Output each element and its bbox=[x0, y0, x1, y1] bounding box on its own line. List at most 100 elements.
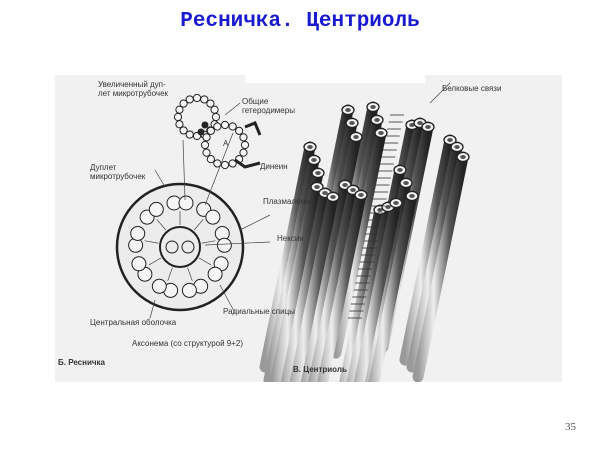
protofilament bbox=[220, 160, 230, 170]
microtubule-lumen bbox=[311, 158, 317, 162]
label-protein-links: Белковые связи bbox=[442, 84, 502, 93]
microtubule-lumen bbox=[370, 105, 376, 109]
doublet-tubule bbox=[216, 237, 232, 253]
label-doublet: Дуплет микротрубочек bbox=[90, 163, 146, 181]
protofilament bbox=[206, 155, 215, 164]
doublet-tubule bbox=[205, 209, 221, 225]
microtubule-lumen bbox=[374, 118, 380, 122]
protofilament bbox=[206, 99, 215, 108]
microtubule-lumen bbox=[454, 145, 460, 149]
centriole-microtubule bbox=[399, 134, 456, 366]
protofilament bbox=[175, 120, 184, 129]
microtubule-lumen bbox=[425, 125, 431, 129]
label-tubule-b: B bbox=[199, 128, 205, 137]
microtubule-lumen bbox=[353, 135, 359, 139]
label-radial-spokes: Радиальные спицы bbox=[223, 307, 295, 316]
protofilament bbox=[200, 95, 209, 104]
microtubule-lumen bbox=[409, 123, 415, 127]
protofilament bbox=[175, 105, 184, 114]
protofilament bbox=[185, 130, 194, 139]
centriole-microtubule bbox=[259, 141, 316, 373]
microtubule-lumen bbox=[358, 193, 364, 197]
microtubule-lumen bbox=[378, 131, 384, 135]
protofilament bbox=[173, 112, 183, 122]
microtubule-lumen bbox=[349, 121, 355, 125]
label-dynein: Динеин bbox=[260, 162, 288, 171]
centriole-microtubule bbox=[368, 190, 418, 382]
protofilament bbox=[202, 133, 211, 142]
cilium-centriole-figure: Увеличенный дуп- лет микротрубочек Общие… bbox=[55, 75, 562, 382]
protofilament bbox=[185, 95, 194, 104]
protofilament bbox=[200, 140, 210, 150]
label-plasmalemma: Плазмалемма bbox=[263, 197, 316, 206]
protofilament bbox=[211, 112, 221, 122]
protofilament bbox=[202, 148, 211, 157]
figure-drawing bbox=[115, 75, 470, 382]
protofilament bbox=[179, 99, 188, 108]
slide-title: Ресничка. Центриоль bbox=[180, 10, 420, 33]
microtubule-lumen bbox=[330, 195, 336, 199]
protofilament bbox=[239, 148, 248, 157]
doublet-tubule bbox=[148, 201, 164, 217]
doublet-tubule bbox=[131, 256, 147, 272]
protofilament bbox=[210, 105, 219, 114]
centriole-microtubule bbox=[353, 197, 402, 382]
centriole-microtubule bbox=[406, 141, 463, 373]
label-axoneme: Аксонема (со структурой 9+2) bbox=[132, 339, 244, 348]
centriole-microtubule bbox=[339, 204, 386, 382]
page-number: 35 bbox=[565, 421, 576, 433]
protofilament bbox=[228, 159, 237, 168]
microtubule-lumen bbox=[417, 121, 423, 125]
label-enlarged-doublet: Увеличенный дуп- лет микротрубочек bbox=[98, 80, 169, 98]
protofilament bbox=[228, 122, 237, 131]
microtubule-lumen bbox=[409, 194, 415, 198]
caption-cilium: Б. Ресничка bbox=[58, 358, 105, 367]
label-nexin: Нексин bbox=[277, 234, 304, 243]
centriole-microtubule bbox=[271, 181, 323, 382]
doublet-tubule bbox=[151, 278, 167, 294]
label-central-sheath: Центральная оболочка bbox=[90, 318, 177, 327]
protofilament bbox=[192, 93, 202, 103]
axoneme-cross-section bbox=[115, 182, 245, 312]
microtubule-lumen bbox=[342, 183, 348, 187]
microtubule-lumen bbox=[393, 201, 399, 205]
microtubule-lumen bbox=[322, 191, 328, 195]
centriole-drawing bbox=[259, 101, 470, 382]
microtubule-lumen bbox=[397, 168, 403, 172]
protofilament bbox=[220, 120, 230, 130]
microtubule-lumen bbox=[460, 155, 466, 159]
microtubule-lumen bbox=[345, 108, 351, 112]
doublet-tubule bbox=[130, 225, 146, 241]
protofilament bbox=[206, 126, 215, 135]
centriole-microtubule bbox=[280, 187, 331, 382]
microtubule-lumen bbox=[403, 181, 409, 185]
protofilament bbox=[239, 133, 248, 142]
protofilament bbox=[240, 140, 250, 150]
doublet-tubule bbox=[178, 195, 194, 211]
centriole-microtubule bbox=[346, 201, 394, 382]
label-common-heterodimers: Общие гетеродимеры bbox=[242, 97, 295, 115]
protofilament bbox=[213, 122, 222, 131]
enlarged-doublet bbox=[173, 93, 262, 170]
label-tubule-a: A bbox=[223, 139, 229, 148]
microtubule-lumen bbox=[307, 145, 313, 149]
centriole-microtubule bbox=[299, 179, 351, 382]
centriole-microtubule bbox=[317, 189, 367, 382]
microtubule-lumen bbox=[350, 188, 356, 192]
centriole-microtubule bbox=[263, 154, 320, 382]
microtubule-lumen bbox=[314, 185, 320, 189]
microtubule-lumen bbox=[377, 208, 383, 212]
protofilament bbox=[179, 126, 188, 135]
microtubule-lumen bbox=[315, 171, 321, 175]
microtubule-lumen bbox=[447, 138, 453, 142]
doublet-tubule bbox=[181, 282, 197, 298]
protofilament bbox=[235, 126, 244, 135]
centriole-microtubule bbox=[289, 191, 339, 382]
caption-centriole: В. Центриоль bbox=[293, 365, 347, 374]
centriole-microtubule bbox=[308, 184, 359, 382]
centriole-microtubule bbox=[330, 127, 387, 359]
centriole-microtubule bbox=[412, 151, 469, 382]
doublet-tubule bbox=[207, 266, 223, 282]
centriole-microtubule bbox=[359, 177, 412, 382]
microtubule-lumen bbox=[385, 205, 391, 209]
